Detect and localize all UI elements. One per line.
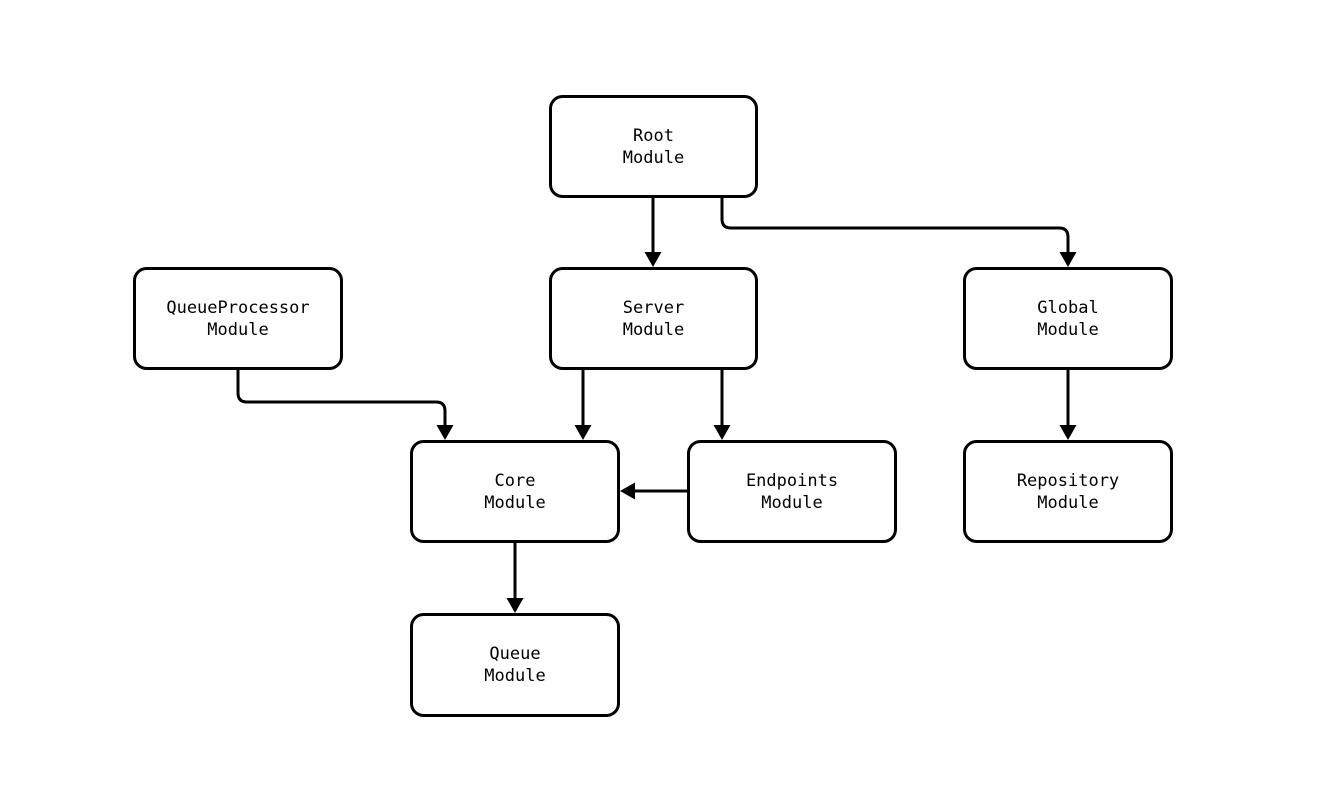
node-box-global[interactable]: [963, 267, 1173, 370]
arrowhead-endpoints-to-core: [620, 482, 635, 500]
node-box-queue[interactable]: [410, 613, 620, 717]
node-box-core[interactable]: [410, 440, 620, 543]
node-box-server[interactable]: [549, 267, 758, 370]
arrowhead-root-to-global: [1059, 252, 1077, 267]
node-box-endpoints[interactable]: [687, 440, 897, 543]
edge-root-to-global: [720, 198, 1070, 252]
nodes-layer: [133, 95, 1173, 717]
node-box-queueprocessor[interactable]: [133, 267, 343, 370]
arrowhead-server-to-core: [574, 425, 592, 440]
arrowhead-server-to-endpoints: [713, 425, 731, 440]
arrowhead-root-to-server: [644, 252, 662, 267]
edge-queueprocessor-to-core: [236, 370, 447, 425]
node-box-root[interactable]: [549, 95, 758, 198]
arrowhead-core-to-queue: [506, 598, 524, 613]
node-box-repository[interactable]: [963, 440, 1173, 543]
arrowhead-global-to-repository: [1059, 425, 1077, 440]
edges-layer: [236, 198, 1077, 613]
arrowhead-queueprocessor-to-core: [436, 425, 454, 440]
